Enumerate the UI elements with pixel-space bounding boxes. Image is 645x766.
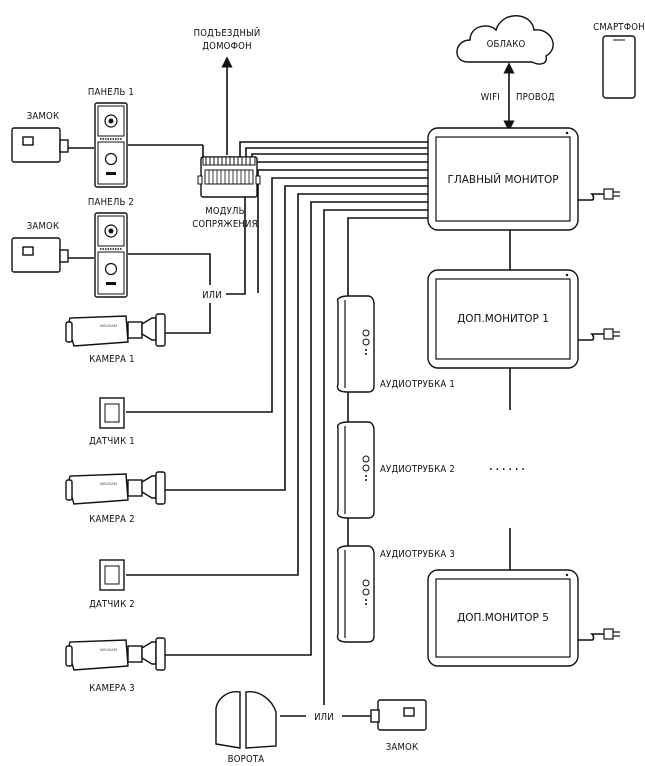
audio-handset-icon	[336, 545, 375, 643]
audio-handset-icon	[336, 295, 375, 393]
handset-2-label: АУДИОТРУБКА 2	[380, 464, 455, 475]
add-monitor-5-label: ДОП.МОНИТОР 5	[457, 612, 549, 624]
handset-3-label: АУДИОТРУБКА 3	[380, 549, 455, 560]
audio-handset-icon	[336, 421, 375, 519]
camera-2-label: КАМЕРА 2	[89, 514, 134, 525]
monitor-icon	[427, 127, 579, 231]
bullet-camera-icon: NOVICAM	[65, 471, 166, 505]
sensor-icon	[99, 559, 125, 591]
lock-icon	[370, 699, 427, 731]
lock-icon	[11, 237, 69, 273]
smartphone-label: СМАРТФОН	[593, 22, 645, 33]
main-monitor-label: ГЛАВНЫЙ МОНИТОР	[447, 173, 558, 186]
lock-1-label: ЗАМОК	[27, 111, 60, 122]
more-monitors-dots: ......	[489, 458, 528, 474]
bullet-camera-icon: NOVICAM	[65, 637, 166, 671]
door-panel-icon	[94, 102, 128, 188]
interface-module-icon	[197, 156, 261, 198]
power-plug-icon	[578, 328, 620, 341]
wifi-label: WIFI	[481, 92, 500, 103]
sensor-2-label: ДАТЧИК 2	[89, 599, 135, 610]
monitor-icon	[427, 569, 579, 667]
or-label-1: ИЛИ	[202, 290, 222, 301]
bullet-camera-icon: NOVICAM	[65, 313, 166, 347]
add-monitor-1-label: ДОП.МОНИТОР 1	[457, 313, 549, 325]
monitor-icon	[427, 269, 579, 369]
or-label-2: ИЛИ	[314, 712, 334, 723]
cloud-icon	[456, 15, 554, 65]
lock-3-label: ЗАМОК	[386, 742, 419, 753]
gate-icon	[215, 691, 277, 749]
intercom-label-line2: ДОМОФОН	[202, 41, 251, 52]
provod-label: ПРОВОД	[516, 92, 555, 103]
lock-2-label: ЗАМОК	[27, 221, 60, 232]
camera-1-label: КАМЕРА 1	[89, 354, 134, 365]
cloud-label: ОБЛАКО	[487, 39, 526, 50]
power-plug-icon	[578, 628, 620, 641]
svg-text:NOVICAM: NOVICAM	[100, 648, 117, 652]
module-label-line2: СОПРЯЖЕНИЯ	[192, 219, 258, 230]
module-label-line1: МОДУЛЬ	[205, 206, 244, 217]
door-panel-icon	[94, 212, 128, 298]
panel-1-label: ПАНЕЛЬ 1	[88, 87, 134, 98]
gate-label: ВОРОТА	[228, 754, 265, 765]
smartphone-icon	[602, 35, 636, 99]
panel-2-label: ПАНЕЛЬ 2	[88, 197, 134, 208]
camera-3-label: КАМЕРА 3	[89, 683, 134, 694]
svg-text:NOVICAM: NOVICAM	[100, 324, 117, 328]
svg-text:NOVICAM: NOVICAM	[100, 482, 117, 486]
handset-1-label: АУДИОТРУБКА 1	[380, 379, 455, 390]
intercom-label-line1: ПОДЪЕЗДНЫЙ	[194, 27, 261, 39]
lock-icon	[11, 127, 69, 163]
sensor-1-label: ДАТЧИК 1	[89, 436, 135, 447]
power-plug-icon	[578, 188, 620, 201]
sensor-icon	[99, 397, 125, 429]
